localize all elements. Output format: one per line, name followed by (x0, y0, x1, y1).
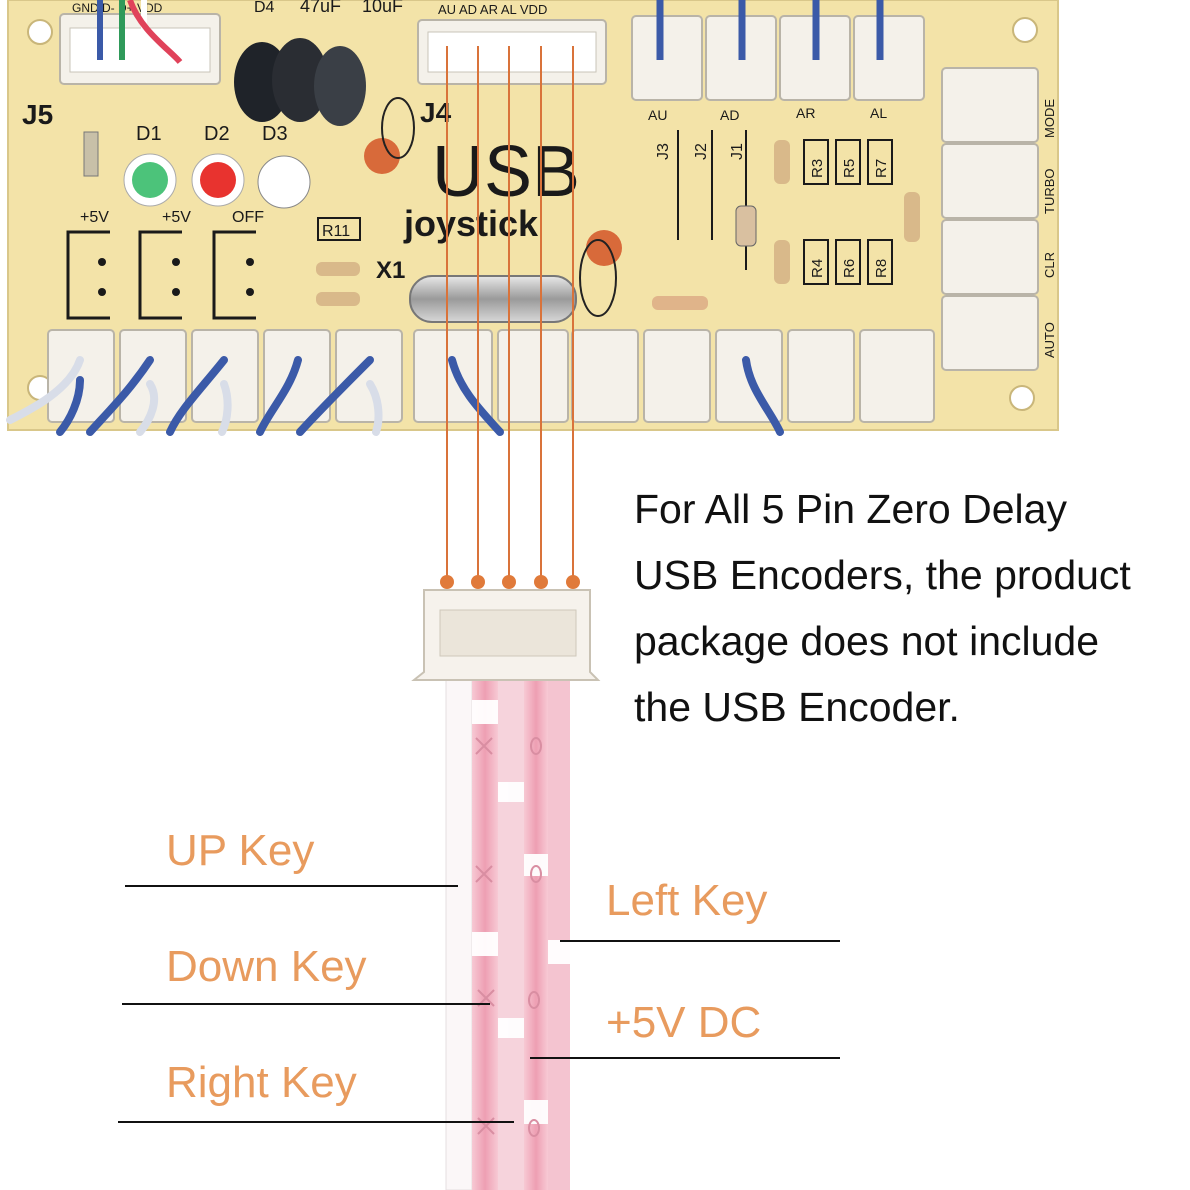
r3-label: R3 (809, 159, 826, 178)
j5-label: J5 (22, 99, 53, 130)
led-label-2: +5V (162, 209, 191, 226)
led-label-3: OFF (232, 209, 264, 226)
side-label-clr: CLR (1042, 252, 1057, 278)
r4-label: R4 (809, 259, 826, 278)
d4-label: D4 (254, 0, 275, 16)
x1-label: X1 (376, 257, 405, 284)
crystal-oscillator (409, 275, 577, 323)
label-leaders (118, 885, 840, 1123)
j3-label: J3 (655, 143, 672, 160)
button-connectors (47, 329, 935, 423)
pin-leads (446, 46, 574, 582)
jumper-labels: J3 J2 J1 (655, 130, 757, 270)
d1-label: D1 (136, 123, 162, 145)
d2-label: D2 (204, 123, 230, 145)
electrolytic-capacitors: 47uF 10uF D4 (234, 0, 415, 174)
cap-label-10uf: 10uF (362, 0, 403, 16)
side-label-auto: AUTO (1042, 322, 1057, 358)
side-label-turbo: TURBO (1042, 169, 1057, 215)
ceramic-capacitor (586, 230, 622, 266)
led-pads (66, 230, 256, 320)
product-note-line-1: For All 5 Pin Zero Delay (634, 486, 1067, 532)
product-note-line-3: package does not include (634, 618, 1100, 664)
direction-connectors: AU AD AR AL (631, 0, 925, 123)
r7-label: R7 (873, 159, 890, 178)
blue-wires (6, 356, 784, 436)
dir-label-al: AL (870, 105, 887, 121)
d3-label: D3 (262, 123, 288, 145)
product-note: For All 5 Pin Zero Delay USB Encoders, t… (634, 476, 1186, 740)
pin-dots (440, 575, 580, 589)
j4-connector: AU AD AR AL VDD J4 (417, 2, 607, 128)
label-up-key: UP Key (166, 826, 315, 875)
status-leds: D1 D2 D3 +5V +5V OFF (80, 123, 311, 226)
led-label-1: +5V (80, 209, 109, 226)
resistor-group-left: R11 X1 (316, 217, 405, 306)
j5-pin-labels: GND D- D+ VDD (72, 1, 163, 15)
label-down-key: Down Key (166, 942, 367, 991)
r6-label: R6 (841, 259, 858, 278)
resistor-array: R3 R5 R7 R4 R6 R8 (774, 139, 920, 285)
r8-label: R8 (873, 259, 890, 278)
j4-pin-labels: AU AD AR AL VDD (438, 2, 547, 17)
product-note-line-2: USB Encoders, the product (634, 552, 1131, 598)
usb-encoder-board: GND D- D+ VDD J5 47uF 10uF D4 D1 (6, 0, 1059, 436)
dir-label-au: AU (648, 107, 667, 123)
r11-label: R11 (322, 223, 350, 240)
j5-connector: GND D- D+ VDD J5 (22, 0, 221, 130)
cap-label-47uf: 47uF (300, 0, 341, 16)
board-subtitle: joystick (403, 203, 539, 244)
r5-label: R5 (841, 159, 858, 178)
j2-label: J2 (693, 143, 710, 160)
label-left-key: Left Key (606, 876, 768, 925)
board-title: USB (432, 132, 580, 212)
dir-label-ar: AR (796, 105, 815, 121)
function-connectors: MODE TURBO CLR AUTO (941, 67, 1057, 371)
label-right-key: Right Key (166, 1058, 357, 1107)
label-vcc: +5V DC (606, 998, 762, 1047)
product-note-line-4: the USB Encoder. (634, 684, 960, 730)
cable-assembly (411, 589, 601, 1190)
dir-label-ad: AD (720, 107, 739, 123)
j1-label: J1 (729, 143, 746, 160)
side-label-mode: MODE (1042, 99, 1057, 138)
